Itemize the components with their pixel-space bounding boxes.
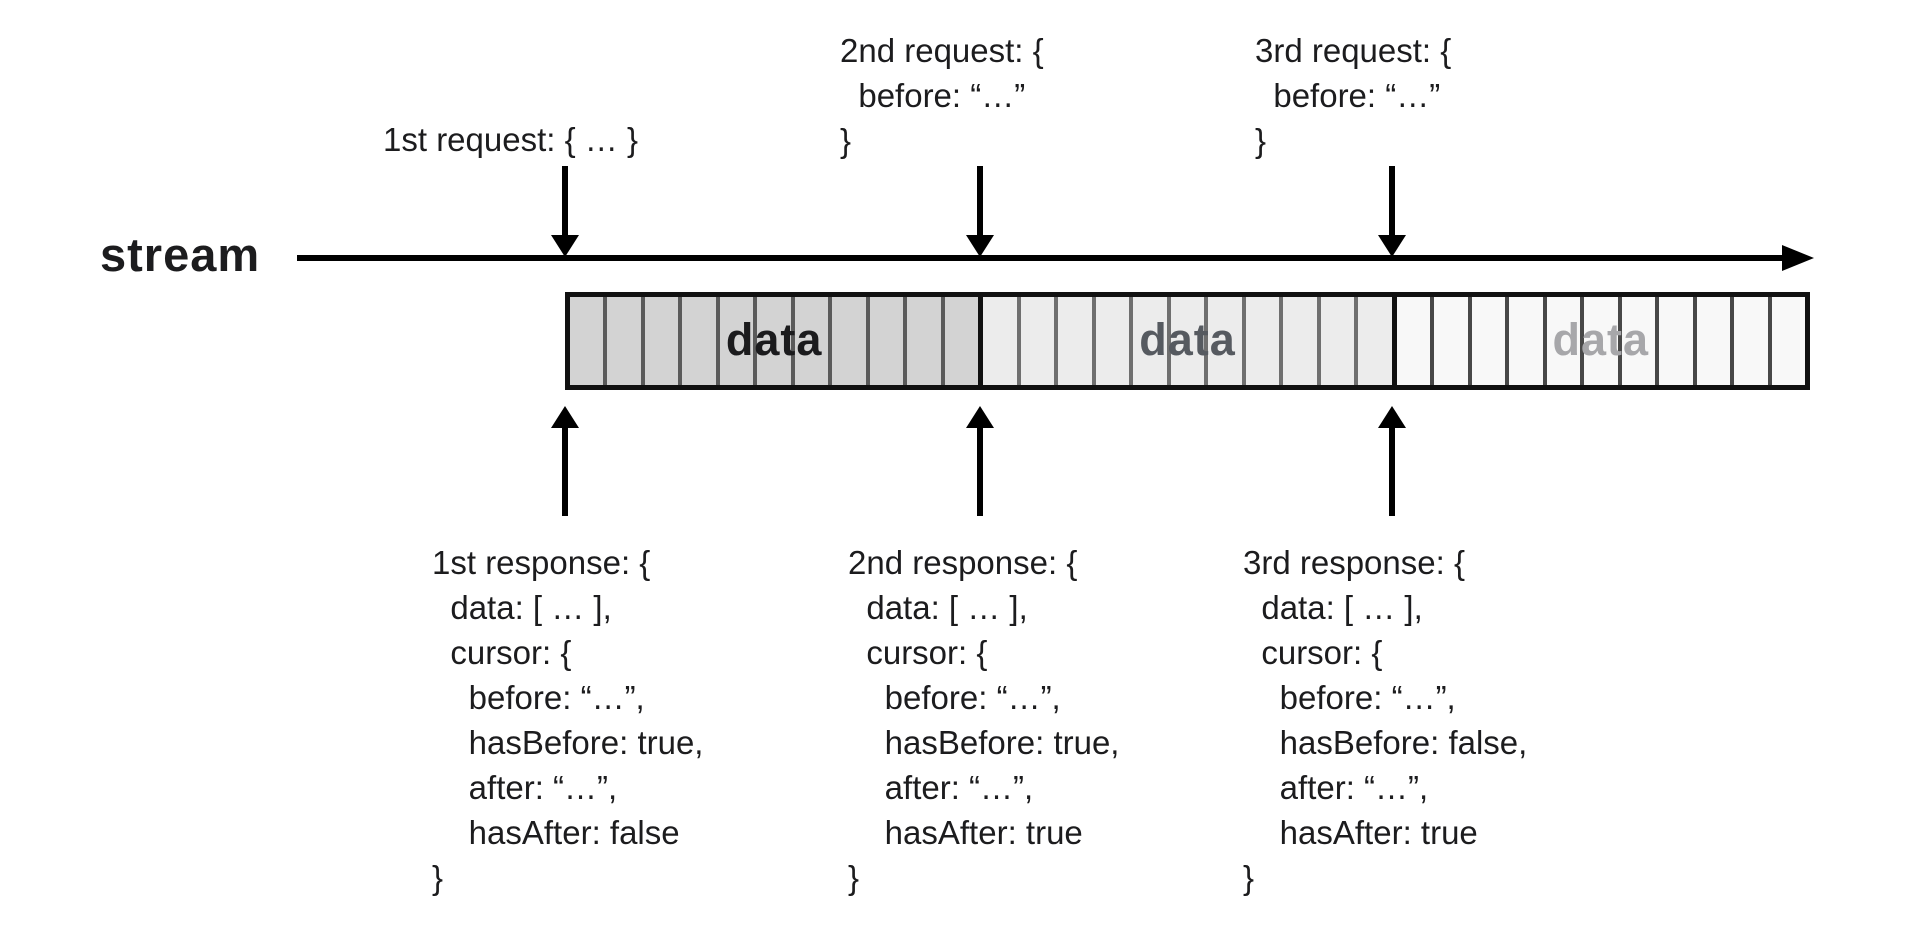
data-cell (1659, 297, 1697, 385)
text-line: data: [ … ], (1243, 589, 1423, 626)
text-line: } (1243, 859, 1255, 896)
data-cell (983, 297, 1021, 385)
data-cell (1246, 297, 1284, 385)
data-cell (1321, 297, 1359, 385)
text-line: hasAfter: false (432, 814, 680, 851)
request-2-label: 2nd request: { before: “…”} (840, 28, 1044, 163)
text-line: after: “…”, (848, 769, 1034, 806)
text-line: hasAfter: true (848, 814, 1083, 851)
text-line: before: “…” (1255, 77, 1441, 114)
data-cell (832, 297, 870, 385)
segment-cells (1397, 297, 1805, 385)
text-line: hasBefore: true, (432, 724, 704, 761)
data-cell (1772, 297, 1805, 385)
text-line: before: “…”, (1243, 679, 1456, 716)
text-line: hasBefore: true, (848, 724, 1120, 761)
data-cell (1358, 297, 1391, 385)
data-bar: data data data (565, 292, 1810, 390)
data-cell (1133, 297, 1171, 385)
text-line: 2nd response: { (848, 544, 1078, 581)
text-line: } (848, 859, 860, 896)
data-cell (945, 297, 978, 385)
data-cell (1096, 297, 1134, 385)
text-line: hasBefore: false, (1243, 724, 1528, 761)
text-line: before: “…” (840, 77, 1026, 114)
text-line: 1st response: { (432, 544, 651, 581)
data-cell (1509, 297, 1547, 385)
text-line: before: “…”, (432, 679, 645, 716)
data-cell (720, 297, 758, 385)
text-line: } (432, 859, 444, 896)
response-2-json: 2nd response: { data: [ … ], cursor: { b… (848, 540, 1119, 900)
data-segment-label: data (1139, 313, 1236, 365)
data-cell (607, 297, 645, 385)
data-cell (870, 297, 908, 385)
text-line: data: [ … ], (432, 589, 612, 626)
data-cell (1397, 297, 1435, 385)
data-segment-label: data (725, 313, 823, 365)
data-cell (1622, 297, 1660, 385)
text-line: cursor: { (1243, 634, 1383, 671)
data-cell (1472, 297, 1510, 385)
response-1-json: 1st response: { data: [ … ], cursor: { b… (432, 540, 703, 900)
text-line: cursor: { (432, 634, 572, 671)
data-cell (1171, 297, 1209, 385)
text-line: } (840, 122, 852, 159)
segment-cells (570, 297, 978, 385)
data-cell (1208, 297, 1246, 385)
data-cell (645, 297, 683, 385)
text-line: after: “…”, (1243, 769, 1429, 806)
data-cell (1021, 297, 1059, 385)
text-line: data: [ … ], (848, 589, 1028, 626)
text-line: } (1255, 122, 1267, 159)
data-cell (1283, 297, 1321, 385)
text-line: before: “…”, (848, 679, 1061, 716)
stream-timeline-line (297, 245, 1814, 271)
data-cell (1584, 297, 1622, 385)
request-1-label: 1st request: { … } (383, 117, 638, 162)
text-line: hasAfter: true (1243, 814, 1478, 851)
request-3-label: 3rd request: { before: “…”} (1255, 28, 1451, 163)
data-cell (757, 297, 795, 385)
text-line: after: “…”, (432, 769, 618, 806)
arrow-right-icon (1782, 245, 1814, 271)
data-cell (1058, 297, 1096, 385)
data-cell (1547, 297, 1585, 385)
response-3-json: 3rd response: { data: [ … ], cursor: { b… (1243, 540, 1527, 900)
data-cell (1434, 297, 1472, 385)
text-line: 3rd request: { (1255, 32, 1452, 69)
data-segment-1: data (570, 297, 979, 385)
data-cell (682, 297, 720, 385)
data-cell (795, 297, 833, 385)
data-segment-label: data (1552, 313, 1650, 365)
stream-label: stream (100, 228, 261, 281)
text-line: 1st request: { … } (383, 121, 638, 158)
data-segment-2: data (978, 297, 1392, 385)
data-cell (570, 297, 608, 385)
data-cell (1697, 297, 1735, 385)
text-line: 2nd request: { (840, 32, 1044, 69)
text-line: 3rd response: { (1243, 544, 1465, 581)
data-cell (1734, 297, 1772, 385)
segment-cells (983, 297, 1391, 385)
data-segment-3: data (1391, 297, 1805, 385)
data-cell (907, 297, 945, 385)
text-line: cursor: { (848, 634, 988, 671)
